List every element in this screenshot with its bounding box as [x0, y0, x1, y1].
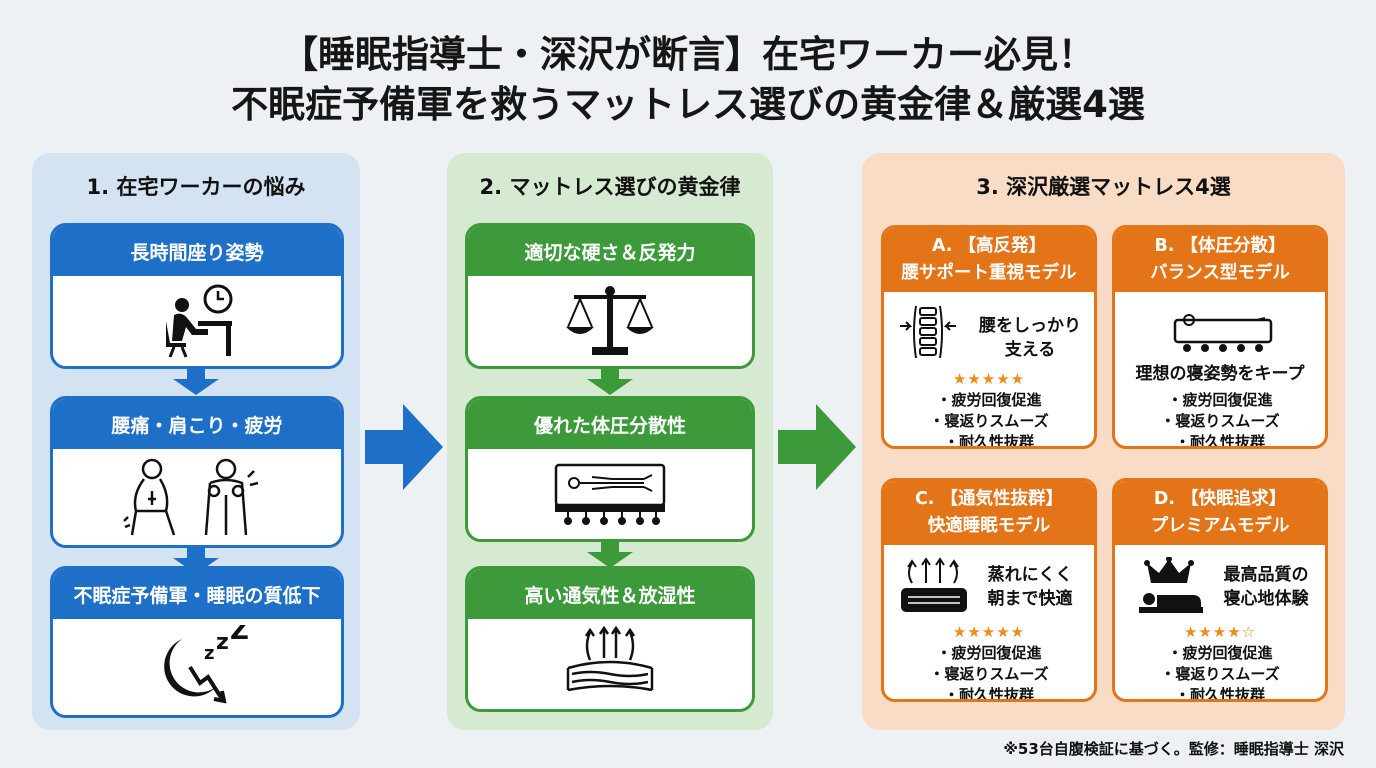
- desk-clock-icon: [53, 276, 341, 366]
- model-benefits: ・疲労回復促進 ・寝返りスムーズ ・耐久性抜群: [929, 391, 1049, 449]
- balance-scale-icon: [468, 276, 752, 366]
- model-description: 理想の寝姿勢をキープ: [1135, 364, 1305, 384]
- card-breathability: 高い通気性＆放湿性: [465, 566, 755, 712]
- back-pain-icon: [53, 449, 341, 545]
- model-heading: B. 【体圧分散】 バランス型モデル: [1115, 228, 1325, 292]
- rating-stars: ★★★★★: [952, 623, 1026, 641]
- card-label: 長時間座り姿勢: [53, 226, 341, 276]
- title-line-1: 【睡眠指導士・深沢が断言】在宅ワーカー必見！: [281, 33, 1095, 76]
- svg-text:Z: Z: [230, 625, 249, 646]
- title-line-2: 不眠症予備軍を救うマットレス選びの黄金律＆厳選4選: [231, 83, 1145, 126]
- flow-arrow-down-4: [587, 542, 633, 568]
- crown-sleeper-icon: [1139, 557, 1203, 613]
- model-description: 腰をしっかり 支える: [979, 316, 1081, 360]
- page-title: 【睡眠指導士・深沢が断言】在宅ワーカー必見！ 不眠症予備軍を救うマットレス選びの…: [0, 30, 1376, 130]
- card-label: 優れた体圧分散性: [468, 399, 752, 449]
- lying-body-icon: [1173, 314, 1273, 352]
- model-description: 最高品質の 寝心地体験: [1223, 565, 1309, 609]
- card-label: 高い通気性＆放湿性: [468, 569, 752, 619]
- svg-text:z: z: [216, 630, 229, 655]
- model-card-c: C. 【通気性抜群】 快適睡眠モデル 蒸れにくく 朝まで快適 ★★★★★ ・疲労…: [881, 478, 1097, 702]
- model-benefits: ・疲労回復促進 ・寝返りスムーズ ・耐久性抜群: [1160, 391, 1280, 449]
- model-benefits: ・疲労回復促進 ・寝返りスムーズ ・耐久性抜群: [929, 644, 1049, 702]
- card-label: 腰痛・肩こり・疲労: [53, 399, 341, 449]
- card-label: 適切な硬さ＆反発力: [468, 226, 752, 276]
- worker-problems-panel: 1. 在宅ワーカーの悩み 長時間座り姿勢 腰痛・肩こり・疲労: [32, 153, 360, 730]
- card-pressure: 優れた体圧分散性: [465, 396, 755, 542]
- model-heading: A. 【高反発】 腰サポート重視モデル: [884, 228, 1094, 292]
- recommended-mattresses-panel: 3. 深沢厳選マットレス4選 A. 【高反発】 腰サポート重視モデル 腰をしっか…: [862, 153, 1345, 730]
- breathable-mattress-icon: [901, 557, 967, 612]
- flow-arrow-right-1: [365, 404, 443, 490]
- card-long-sitting: 長時間座り姿勢: [50, 223, 344, 369]
- body-pressure-icon: [468, 449, 752, 539]
- spine-support-icon: [900, 305, 956, 359]
- flow-arrow-right-2: [778, 404, 856, 490]
- model-heading: D. 【快眠追求】 プレミアムモデル: [1115, 481, 1325, 545]
- model-heading: C. 【通気性抜群】 快適睡眠モデル: [884, 481, 1094, 545]
- card-insomnia: 不眠症予備軍・睡眠の質低下 z z Z: [50, 566, 344, 718]
- card-back-pain: 腰痛・肩こり・疲労: [50, 396, 344, 548]
- model-benefits: ・疲労回復促進 ・寝返りスムーズ ・耐久性抜群: [1160, 644, 1280, 702]
- rating-stars: ★★★★★: [952, 370, 1026, 388]
- model-card-d: D. 【快眠追求】 プレミアムモデル 最高品質の 寝心地体験 ★★★★☆ ・疲労…: [1112, 478, 1328, 702]
- card-label: 不眠症予備軍・睡眠の質低下: [53, 569, 341, 619]
- model-card-a: A. 【高反発】 腰サポート重視モデル 腰をしっかり 支える ★★★★★ ・疲労…: [881, 225, 1097, 449]
- panel-title-picks: 3. 深沢厳選マットレス4選: [976, 175, 1231, 199]
- svg-text:z: z: [204, 643, 214, 664]
- golden-rules-panel: 2. マットレス選びの黄金律 適切な硬さ＆反発力 優れた体圧分散性: [447, 153, 773, 730]
- model-card-b: B. 【体圧分散】 バランス型モデル 理想の寝姿勢をキープ ・疲労回復促進 ・寝…: [1112, 225, 1328, 449]
- airflow-icon: [468, 619, 752, 709]
- model-description: 蒸れにくく 朝まで快適: [987, 565, 1073, 609]
- footnote: ※53台自腹検証に基づく。監修：睡眠指導士 深沢: [1003, 740, 1344, 758]
- panel-title-problems: 1. 在宅ワーカーの悩み: [86, 175, 306, 199]
- flow-arrow-down-3: [587, 369, 633, 395]
- panel-title-rules: 2. マットレス選びの黄金律: [479, 175, 741, 199]
- flow-arrow-down-1: [173, 369, 219, 395]
- moon-sleep-icon: z z Z: [53, 619, 341, 715]
- card-firmness: 適切な硬さ＆反発力: [465, 223, 755, 369]
- rating-stars: ★★★★☆: [1183, 623, 1257, 641]
